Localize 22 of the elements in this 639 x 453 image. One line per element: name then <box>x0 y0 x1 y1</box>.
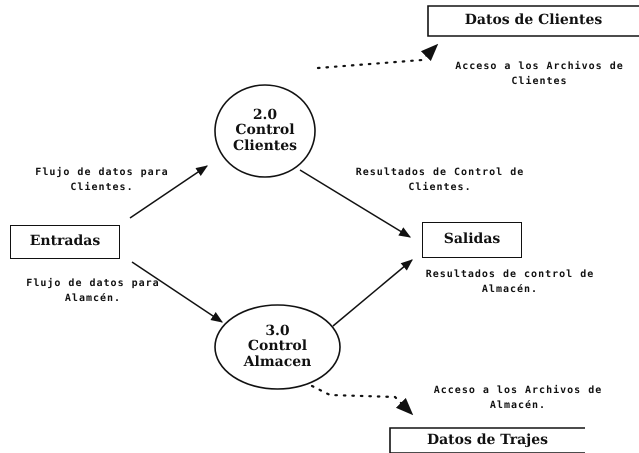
edge-label: Flujo de datos para Alamcén. <box>25 277 161 306</box>
arrow <box>130 165 208 219</box>
edge-label: Flujo de datos para Clientes. <box>34 166 170 194</box>
arrow <box>332 259 413 327</box>
node-text: 2.0 <box>252 108 278 123</box>
edge-label: Resultados de Control de Clientes. <box>354 166 526 194</box>
arrow <box>300 169 412 238</box>
edge-label: Resultados de control de Almacén. <box>424 268 596 296</box>
arrow <box>132 261 223 323</box>
edge-label: Acceso a los Archivos de Almacén. <box>432 384 604 412</box>
node-text: Datos de Clientes <box>464 13 602 29</box>
entity-box <box>422 222 522 258</box>
arrow <box>316 44 438 70</box>
arrow <box>310 384 414 416</box>
entity-box <box>10 225 120 259</box>
node-text: Control Clientes <box>232 123 298 154</box>
edge-label: Acceso a los Archivos de Clientes <box>454 60 625 88</box>
node-text: 3.0 <box>265 324 290 339</box>
node-text: Salidas <box>444 232 500 248</box>
node-text: Datos de Trajes <box>426 432 548 448</box>
node-text: Entradas <box>30 234 100 250</box>
node-text: Control Almacen <box>242 339 312 370</box>
